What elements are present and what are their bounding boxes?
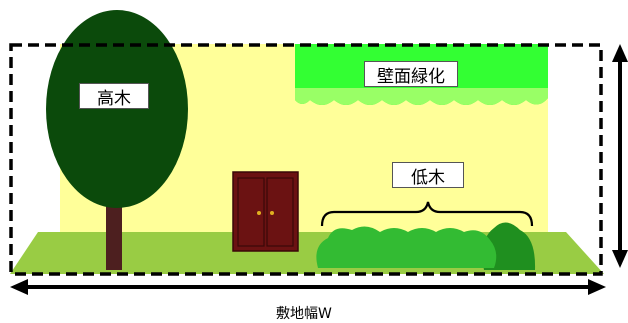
door-knob-left bbox=[257, 211, 261, 215]
shrub-hedge bbox=[316, 226, 497, 268]
wall-greening-lower-band bbox=[295, 88, 548, 105]
site-boundary-dashed bbox=[9, 43, 603, 276]
low-tree-bracket bbox=[320, 201, 534, 227]
tall-tree-canopy bbox=[46, 10, 188, 208]
tall-tree-trunk bbox=[106, 198, 122, 270]
door-knob-right bbox=[270, 211, 274, 215]
door-right-panel bbox=[266, 177, 294, 247]
tall-tree-label: 高木 bbox=[79, 83, 149, 109]
site-width-arrow bbox=[10, 279, 606, 295]
door-left-panel bbox=[237, 177, 265, 247]
shrub-row bbox=[316, 222, 536, 270]
height-arrow bbox=[612, 44, 628, 268]
low-tree-label: 低木 bbox=[392, 162, 464, 188]
door bbox=[232, 171, 299, 252]
wall-greening-label: 壁面緑化 bbox=[364, 61, 458, 87]
site-width-label: 敷地幅W bbox=[276, 306, 332, 322]
